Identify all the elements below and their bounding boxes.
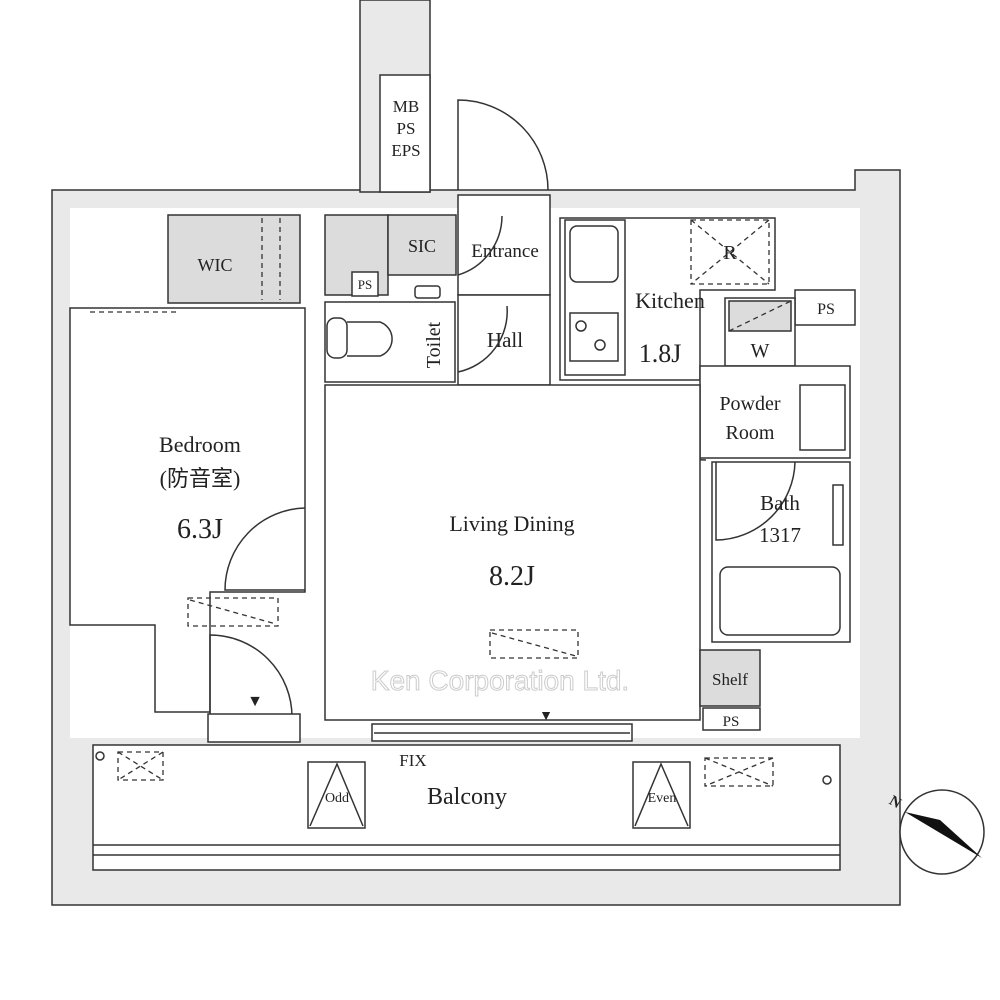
even-label: Even: [648, 791, 677, 806]
burner-icon: [575, 320, 587, 332]
drain-icon: [822, 775, 832, 785]
shaft-label-eps: EPS: [391, 141, 420, 160]
toilet-bowl-icon: [347, 321, 393, 357]
outdoor-unit-even: [632, 761, 691, 829]
drain-icon: [95, 751, 105, 761]
shelf: [699, 649, 761, 707]
aircon-indoor: [187, 597, 279, 627]
bath: [711, 461, 851, 643]
entrance: [457, 194, 551, 296]
burner-icon: [594, 339, 606, 351]
stove-icon: [569, 312, 619, 362]
dashed-line: [189, 599, 277, 625]
bath-shelf: [832, 484, 844, 546]
outdoor-unit-odd: [307, 761, 366, 829]
kitchen-counter: [564, 219, 626, 376]
aircon-outdoor: [117, 751, 164, 781]
entrance-door[interactable]: [457, 99, 549, 191]
living-dining-size: 8.2J: [489, 561, 535, 592]
entry-arrow-icon: ▼: [539, 709, 553, 724]
refrigerator-space: [690, 219, 770, 285]
bedroom-label: Bedroom: [159, 432, 241, 457]
unit-mark: [309, 762, 364, 827]
ps-small-label: PS: [358, 277, 372, 292]
shaft-label-mb: MB: [393, 97, 419, 116]
sic: [387, 214, 457, 276]
bedroom-size: 6.3J: [177, 514, 223, 545]
entry-arrow-icon: ▼: [247, 693, 263, 710]
bathtub-icon: [719, 566, 841, 636]
ps-kitchen-label: PS: [817, 301, 835, 318]
toilet-sink-icon: [414, 285, 441, 299]
sink-icon: [569, 225, 619, 283]
compass-icon: N: [886, 789, 985, 875]
dashed-line: [491, 632, 577, 657]
sic-label: SIC: [408, 236, 436, 256]
wic-label: WIC: [198, 255, 233, 275]
dashed-cross: [704, 757, 774, 787]
toilet-door[interactable]: [457, 305, 508, 373]
washer-label: W: [751, 340, 770, 362]
toilet-label: Toilet: [423, 321, 445, 368]
entrance-label: Entrance: [471, 241, 539, 262]
powder-room: [699, 365, 851, 459]
unit-mark: [634, 762, 689, 827]
living-dining: [324, 384, 701, 721]
hall-label: Hall: [487, 328, 523, 352]
aircon-indoor: [489, 629, 579, 659]
kitchen-label: Kitchen: [635, 288, 705, 313]
refrigerator-label: R: [723, 242, 737, 264]
bath-label: Bath: [760, 491, 800, 515]
shelf-label: Shelf: [712, 670, 748, 689]
living-dining-label: Living Dining: [449, 511, 574, 536]
balcony: [92, 744, 841, 871]
aircon-outdoor: [704, 757, 774, 787]
ps-shelf-label: PS: [723, 714, 740, 730]
sic-door[interactable]: [457, 215, 503, 276]
bath-door[interactable]: [715, 461, 796, 541]
hall: [457, 294, 551, 386]
refrigerator-cross: [690, 219, 770, 285]
kitchen-size: 1.8J: [639, 339, 682, 368]
balcony-label: Balcony: [427, 784, 507, 810]
watermark: Ken Corporation Ltd.: [371, 665, 629, 696]
bedroom-note: (防音室): [160, 466, 241, 491]
bath-size: 1317: [759, 523, 801, 547]
powder-room-label-2: Room: [726, 422, 775, 444]
odd-label: Odd: [325, 791, 349, 806]
ps-small: [351, 271, 379, 297]
shaft-inner: [379, 74, 431, 193]
toilet-fixture-icon: [326, 317, 348, 359]
ps-kitchen: [794, 289, 856, 326]
shaft-label-ps: PS: [397, 119, 416, 138]
washbasin-icon: [799, 384, 846, 451]
ps-shelf: [702, 707, 761, 731]
fix-label: FIX: [399, 751, 426, 770]
dashed-line: [728, 300, 792, 332]
bedroom-door[interactable]: [224, 507, 306, 591]
wic: [167, 214, 301, 304]
powder-room-label-1: Powder: [719, 393, 780, 415]
bedroom-window[interactable]: [207, 713, 301, 743]
